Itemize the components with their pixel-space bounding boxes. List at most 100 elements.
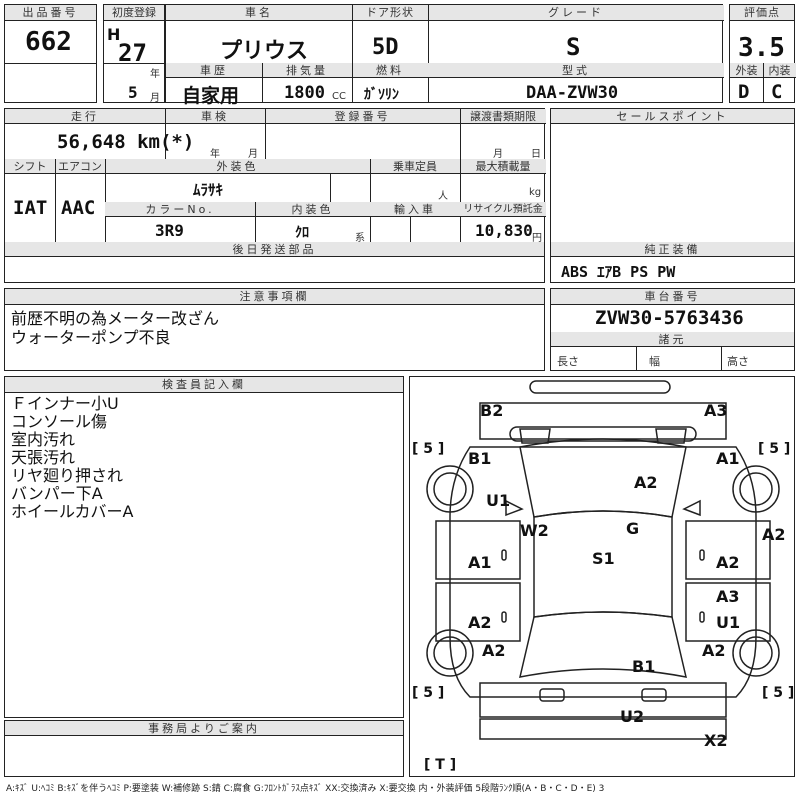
ac-label: エアコン — [55, 159, 105, 174]
load-label: 最大積載量 — [460, 159, 546, 174]
inspection-month-unit: 月 — [248, 149, 258, 160]
sales-point-label: セールスポイント — [551, 109, 794, 124]
office-box: 事務局よりご案内 — [4, 720, 404, 777]
inspector-line-2: コンソール傷 — [11, 412, 108, 431]
tire-mark-front-left: [ 5 ] — [412, 441, 445, 457]
damage-label-2: A3 — [704, 401, 728, 420]
lot-number: 662 — [25, 27, 72, 57]
damage-label-6: A2 — [634, 473, 658, 492]
inspector-label: 検査員記入欄 — [5, 377, 403, 393]
tire-rear-left — [426, 629, 474, 677]
damage-label-19: U2 — [620, 707, 645, 726]
inspection-label: 車検 — [165, 109, 265, 124]
transfer-day-unit: 日 — [531, 149, 541, 160]
caution-box: 注意事項欄 前歴不明の為メーター改ざん ウォーターポンプ不良 — [4, 288, 545, 371]
ext-color-label: 外装色 — [105, 159, 370, 174]
damage-label-16: A2 — [482, 641, 506, 660]
lot-number-box: 出品番号 662 — [4, 4, 97, 103]
caution-line-2: ウォーターポンプ不良 — [11, 328, 171, 347]
tire-rear-right — [732, 629, 780, 677]
inspector-line-7: ホイールカバーA — [11, 502, 134, 521]
spec-width: 幅 — [649, 355, 660, 368]
left-front-door — [435, 520, 521, 580]
damage-label-7: W2 — [520, 521, 549, 540]
exterior-color: ﾑﾗｻｷ — [193, 181, 224, 199]
chassis-box: 車台番号 ZVW30-5763436 諸元 長さ 幅 高さ — [550, 288, 795, 371]
grade-label: グレード — [428, 5, 724, 21]
color-number: 3R9 — [155, 221, 184, 240]
left-rear-door — [435, 582, 521, 642]
damage-label-18: B1 — [632, 657, 656, 676]
reg-year: 27 — [118, 39, 147, 67]
fuel: ｶﾞｿﾘﾝ — [364, 87, 399, 103]
damage-diagram-box: B2 A3 B1 A1 U1 A2 W2 G A2 S1 A1 A2 A3 A2… — [409, 376, 795, 777]
car-outline-diagram — [424, 380, 780, 773]
taillight-left — [539, 688, 565, 702]
exterior-grade: D — [738, 81, 750, 103]
inspector-line-1: Ｆインナー小U — [11, 394, 119, 413]
car-history: 自家用 — [182, 85, 240, 107]
interior-color-unit: 系 — [355, 233, 365, 244]
capacity-label: 乗車定員 — [370, 159, 460, 174]
tire-mark-front-right: [ 5 ] — [758, 441, 791, 457]
int-color-label: 内装色 — [255, 202, 370, 217]
headlight-right — [655, 428, 687, 444]
name-label: 車名 — [166, 5, 352, 21]
era: H — [107, 25, 121, 44]
plate-label: 登録番号 — [265, 109, 460, 124]
recycle-label: リサイクル預託金 — [460, 202, 546, 217]
mileage: 56,648 km(*) — [57, 131, 195, 153]
tire-front-right — [732, 465, 780, 513]
import-label: 輸入車 — [370, 202, 460, 217]
chassis-label: 車台番号 — [551, 289, 794, 305]
score-box: 評価点 3.5 外装 内装 D C — [729, 4, 796, 103]
cc-unit: CC — [332, 91, 346, 102]
interior-color: ｸﾛ — [295, 225, 309, 241]
spec-height: 高さ — [727, 355, 749, 368]
air-conditioner: AAC — [61, 197, 96, 219]
caution-label: 注意事項欄 — [5, 289, 544, 305]
office-label: 事務局よりご案内 — [5, 721, 403, 736]
lot-label: 出品番号 — [5, 5, 96, 21]
sales-point-box: セールスポイント 純正装備 ABS ｴｱB PS PW — [550, 108, 795, 283]
load-unit: kg — [529, 187, 542, 198]
chassis-number: ZVW30-5763436 — [595, 307, 744, 329]
body-outline — [449, 446, 757, 698]
shift: IAT — [13, 197, 48, 219]
first-registration-box: 初度登録 H 27 年 5 月 — [103, 4, 165, 104]
damage-label-15: U1 — [716, 613, 741, 632]
inspector-line-5: リヤ廻り押され — [11, 466, 124, 485]
spare-tire-mark: [ T ] — [424, 757, 457, 773]
right-rear-door — [685, 582, 771, 642]
tire-front-left — [426, 465, 474, 513]
right-front-door — [685, 520, 771, 580]
door-label: ドア形状 — [352, 5, 428, 21]
damage-label-10: S1 — [592, 549, 615, 568]
door-type: 5D — [372, 35, 399, 60]
caution-line-1: 前歴不明の為メーター改ざん — [11, 309, 220, 328]
damage-legend: A:ｷｽﾞ U:ﾍｺﾐ B:ｷｽﾞを伴うﾍｺﾐ P:要塗装 W:補修跡 S:錆 … — [6, 784, 605, 794]
yen-unit: 円 — [532, 233, 542, 244]
taillight-right — [641, 688, 667, 702]
damage-label-1: B2 — [480, 401, 504, 420]
tire-mark-rear-left: [ 5 ] — [412, 685, 445, 701]
model-label: 型式 — [428, 63, 724, 78]
trunk — [479, 682, 727, 718]
mileage-label: 走行 — [5, 109, 165, 124]
displacement-label: 排気量 — [262, 63, 352, 78]
reg-month: 5 — [128, 83, 138, 102]
capacity-unit: 人 — [438, 191, 448, 202]
damage-label-17: A2 — [702, 641, 726, 660]
ext-label: 外装 — [730, 63, 763, 78]
car-info-box: 車名 ドア形状 グレード プリウス 5D S 車歴 排気量 燃料 型式 自家用 … — [165, 4, 724, 107]
hood — [479, 402, 727, 440]
damage-label-5: U1 — [486, 491, 511, 510]
displacement: 1800 — [284, 83, 325, 103]
inspector-line-3: 室内汚れ — [11, 430, 76, 449]
rear-window — [519, 611, 687, 678]
damage-label-14: A2 — [468, 613, 492, 632]
year-unit: 年 — [150, 69, 160, 80]
transfer-month-unit: 月 — [493, 149, 503, 160]
equipment: ABS ｴｱB PS PW — [561, 263, 676, 281]
recycle-fee: 10,830 — [475, 221, 533, 240]
